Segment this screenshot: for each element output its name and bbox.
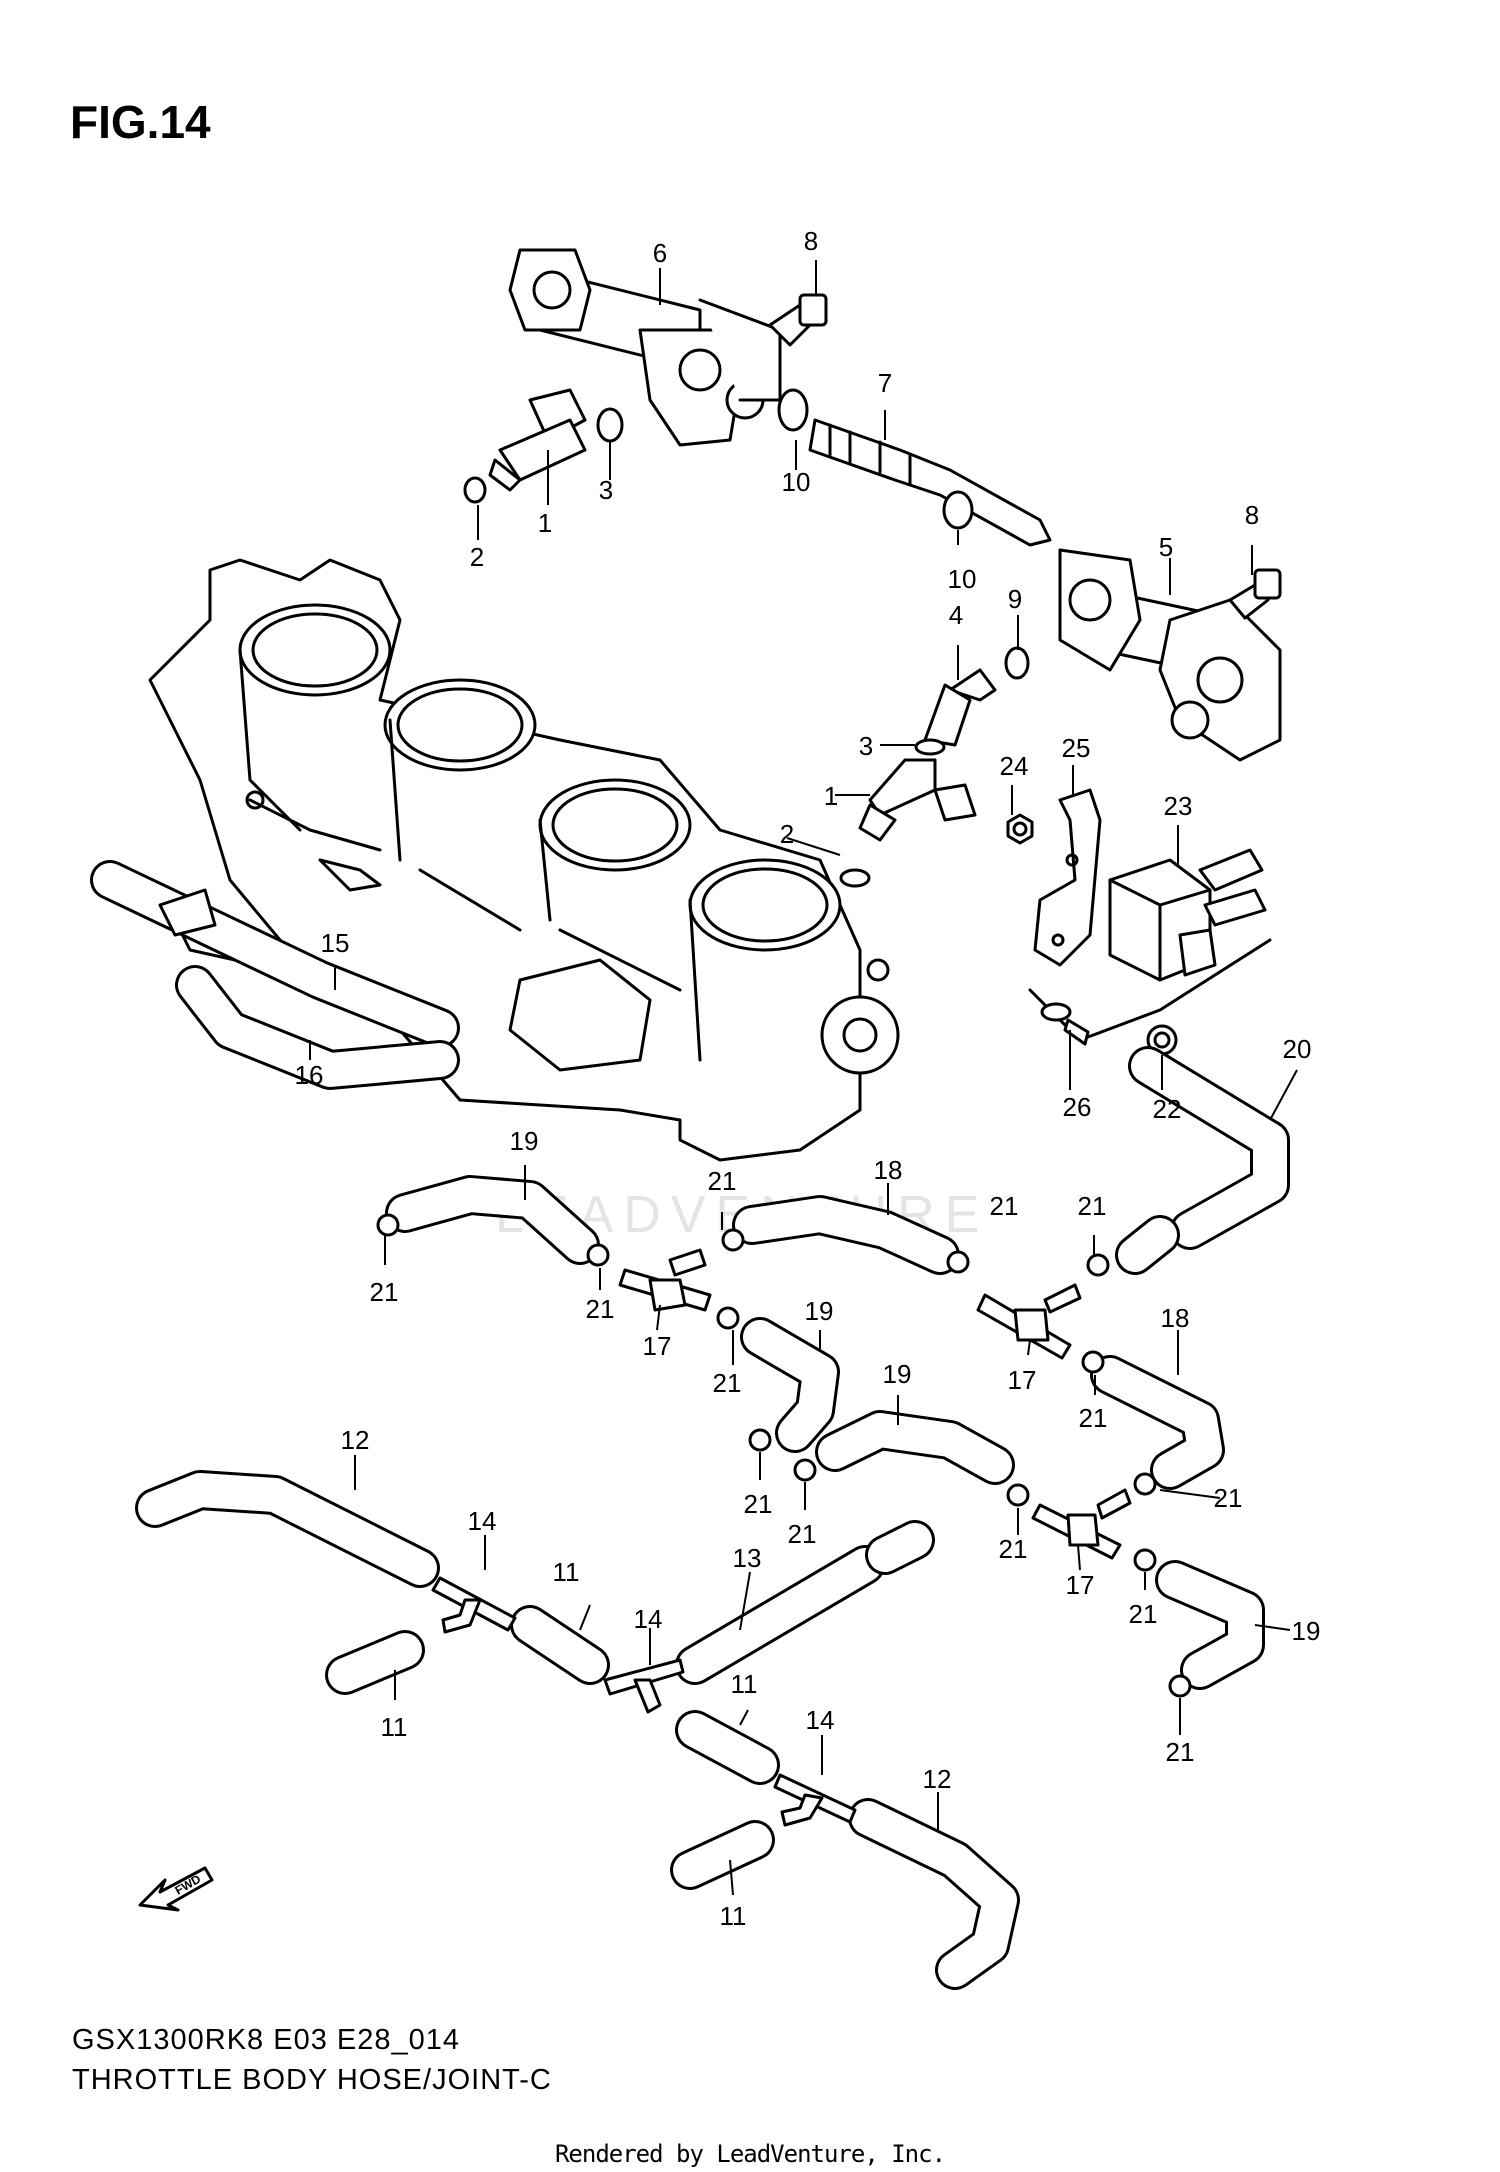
- hose-clamps: [376, 1213, 1192, 1698]
- callout-7: 7: [878, 368, 892, 398]
- callout-1: 1: [824, 781, 838, 811]
- callout-11: 11: [381, 1712, 408, 1742]
- callout-11: 11: [731, 1669, 758, 1699]
- fuel-rail-upper: [508, 248, 782, 447]
- fwd-arrow-icon: FWD: [138, 1866, 214, 1912]
- callout-17: 17: [1066, 1570, 1095, 1600]
- injector-upper: [463, 388, 624, 504]
- hose-12-left: [135, 1470, 440, 1588]
- joint-17-right: [1031, 1488, 1132, 1560]
- callout-8: 8: [1245, 500, 1259, 530]
- hose-19-mid: [740, 1317, 840, 1453]
- hose-19-center: [815, 1410, 1015, 1485]
- callout-9: 9: [1008, 584, 1022, 614]
- callout-19: 19: [1292, 1616, 1321, 1646]
- bolt-8-lower: [1228, 568, 1282, 620]
- callout-17: 17: [1008, 1365, 1037, 1395]
- callout-8: 8: [804, 226, 818, 256]
- callout-22: 22: [1153, 1094, 1182, 1124]
- joint-14-b: [603, 1658, 685, 1714]
- callout-14: 14: [634, 1604, 663, 1634]
- joint-pipe: [777, 388, 1052, 547]
- hose-18-right: [1090, 1355, 1225, 1490]
- callout-21: 21: [370, 1277, 399, 1307]
- callout-21: 21: [1214, 1483, 1243, 1513]
- callout-4: 4: [949, 600, 963, 630]
- hose-11-a: [510, 1605, 610, 1685]
- callout-14: 14: [806, 1705, 835, 1735]
- callout-6: 6: [653, 238, 667, 268]
- callout-26: 26: [1063, 1092, 1092, 1122]
- leader-lines: [309, 260, 1298, 1896]
- callout-21: 21: [586, 1294, 615, 1324]
- joint-14-c: [773, 1773, 857, 1827]
- callout-11: 11: [720, 1901, 747, 1931]
- callout-21: 21: [788, 1519, 817, 1549]
- diagram-caption: THROTTLE BODY HOSE/JOINT-C: [72, 2064, 552, 2096]
- callout-21: 21: [1078, 1191, 1107, 1221]
- callout-3: 3: [859, 731, 873, 761]
- hose-20: [1115, 1046, 1290, 1275]
- joint-17-left: [618, 1248, 712, 1312]
- injector-lower: [839, 646, 1030, 888]
- callout-11: 11: [553, 1557, 580, 1587]
- joint-17-mid: [976, 1283, 1082, 1360]
- callout-18: 18: [874, 1155, 903, 1185]
- callout-21: 21: [744, 1489, 773, 1519]
- callout-19: 19: [805, 1296, 834, 1326]
- callout-13: 13: [733, 1543, 762, 1573]
- callout-5: 5: [1159, 532, 1173, 562]
- callout-21: 21: [999, 1534, 1028, 1564]
- callout-21: 21: [1166, 1737, 1195, 1767]
- callout-25: 25: [1062, 733, 1091, 763]
- callout-10: 10: [948, 564, 977, 594]
- callout-2: 2: [470, 542, 484, 572]
- callout-23: 23: [1164, 791, 1193, 821]
- hose-18-top: [732, 1195, 960, 1275]
- callout-21: 21: [713, 1368, 742, 1398]
- callout-1: 1: [538, 508, 552, 538]
- hose-19-top-left: [385, 1175, 600, 1265]
- throttle-body-assembly: [148, 558, 900, 1162]
- bolt-26: [1040, 1002, 1090, 1046]
- callout-21: 21: [708, 1166, 737, 1196]
- joint-14-a: [431, 1576, 517, 1634]
- callout-18: 18: [1161, 1303, 1190, 1333]
- callout-14: 14: [468, 1506, 497, 1536]
- model-code: GSX1300RK8 E03 E28_014: [72, 2024, 460, 2056]
- callout-12: 12: [341, 1425, 370, 1455]
- callout-10: 10: [782, 467, 811, 497]
- hose-11-d: [670, 1820, 775, 1890]
- hose-11-c: [675, 1710, 780, 1785]
- callout-2: 2: [780, 819, 794, 849]
- callout-21: 21: [990, 1191, 1019, 1221]
- hose-13: [675, 1520, 935, 1685]
- callout-19: 19: [883, 1359, 912, 1389]
- callout-17: 17: [643, 1331, 672, 1361]
- fuel-rail-lower: [1058, 548, 1282, 762]
- hose-12-right: [848, 1798, 1020, 1990]
- callout-labels: 8 6 7 3 1 2 10 10 8 5 9 4 3 1 2 24 25 23…: [295, 226, 1321, 1931]
- hose-19-right: [1155, 1560, 1265, 1690]
- bracket-solenoid: [1006, 788, 1272, 1042]
- callout-16: 16: [295, 1060, 324, 1090]
- callout-3: 3: [599, 475, 613, 505]
- callout-12: 12: [923, 1764, 952, 1794]
- bolt-8-upper: [768, 293, 828, 347]
- callout-21: 21: [1129, 1599, 1158, 1629]
- hose-11-b: [325, 1630, 425, 1695]
- render-credit: Rendered by LeadVenture, Inc.: [554, 2140, 946, 2168]
- callout-21: 21: [1079, 1403, 1108, 1433]
- callout-19: 19: [510, 1126, 539, 1156]
- clamp-22: [1146, 1024, 1178, 1056]
- figure-title: FIG.14: [70, 96, 211, 148]
- callout-24: 24: [1000, 751, 1029, 781]
- callout-15: 15: [321, 928, 350, 958]
- callout-20: 20: [1283, 1034, 1312, 1064]
